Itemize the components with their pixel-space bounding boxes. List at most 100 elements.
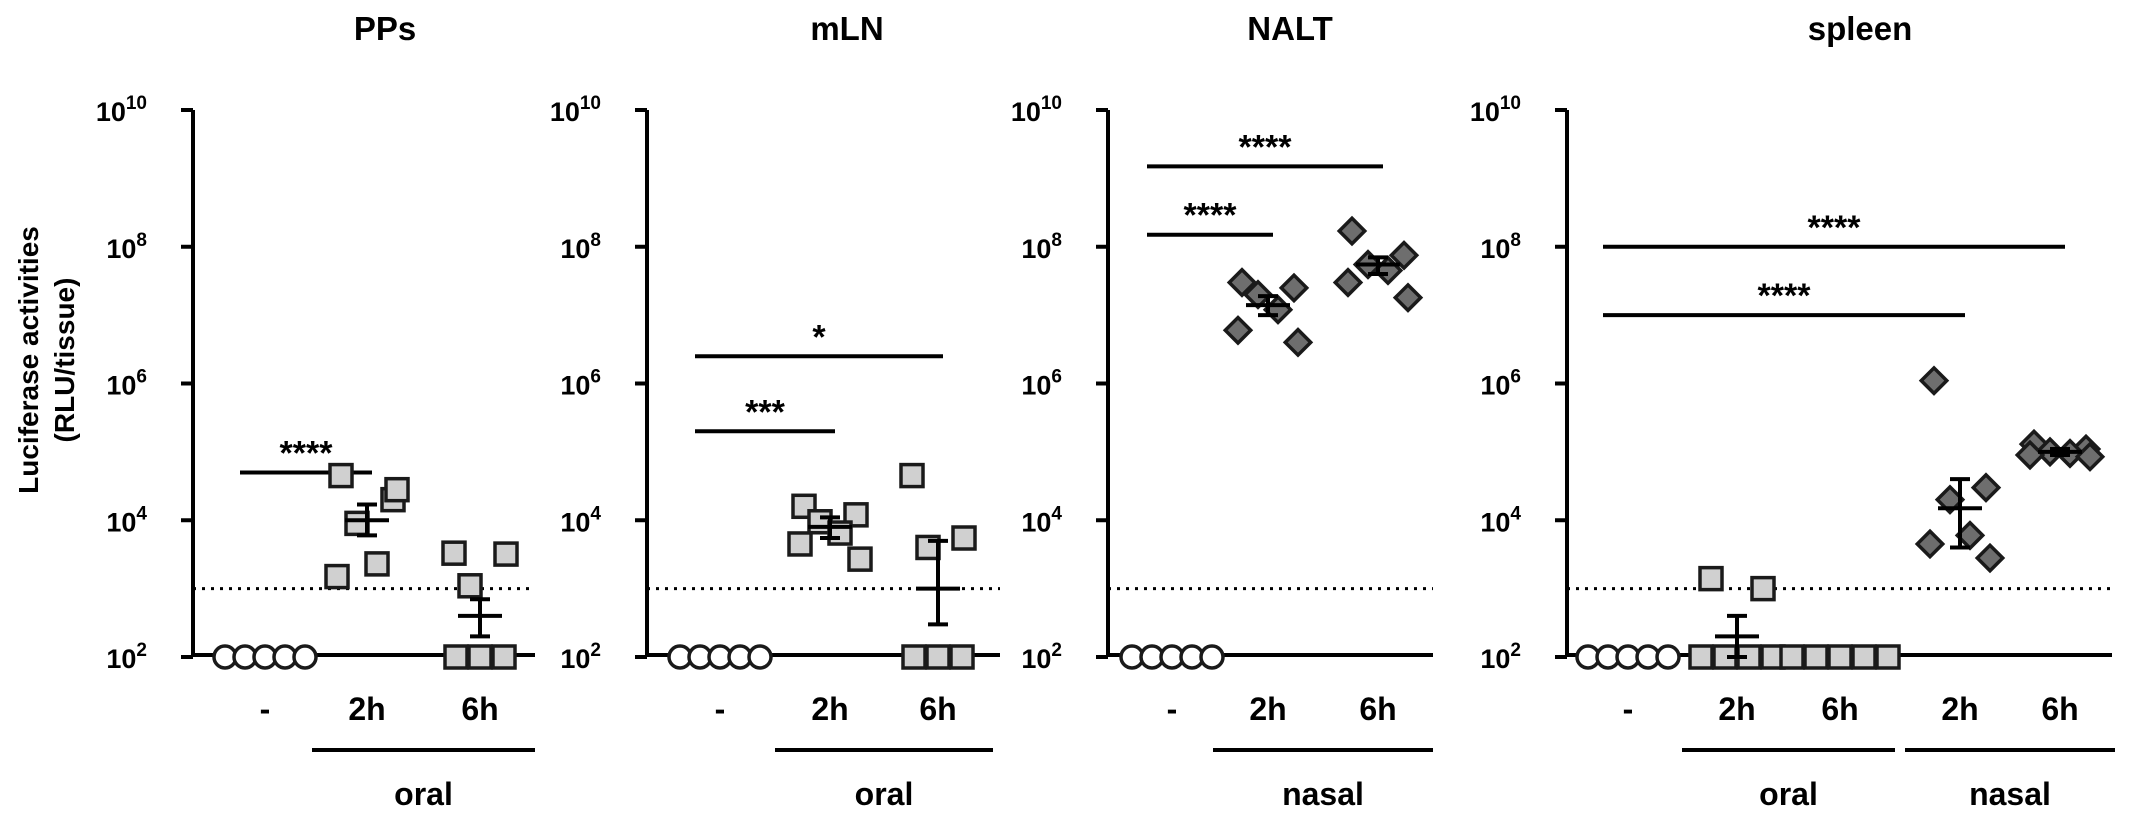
data-point (949, 644, 975, 670)
significance-label: **** (1758, 277, 1812, 315)
y-tick-label: 102 (1021, 640, 1062, 674)
y-tick-exponent: 6 (590, 367, 601, 388)
data-point (1698, 565, 1724, 592)
data-point (1226, 267, 1258, 298)
y-tick-exponent: 10 (1041, 93, 1062, 114)
x-tick-label: 6h (1359, 691, 1396, 727)
data-point (847, 546, 873, 572)
data-point (2074, 441, 2106, 472)
y-tick-label: 106 (106, 367, 147, 401)
y-tick-exponent: 4 (590, 503, 601, 524)
data-point (1199, 644, 1225, 670)
y-axis-label-line1: Luciferase activities (13, 226, 44, 494)
data-point (901, 644, 927, 670)
y-tick-label: 106 (1480, 367, 1521, 401)
x-tick-label: - (260, 691, 271, 727)
x-tick-label: - (1623, 691, 1634, 727)
y-tick-exponent: 10 (126, 93, 147, 114)
y-tick-label: 106 (1021, 367, 1062, 401)
data-point (925, 644, 951, 670)
significance-label: **** (280, 434, 334, 472)
y-tick-label: 1010 (550, 93, 601, 127)
data-point (951, 525, 977, 551)
y-tick-exponent: 8 (1051, 230, 1062, 251)
data-point (899, 462, 925, 489)
data-point (1779, 644, 1805, 670)
data-point (493, 541, 519, 567)
data-point (292, 644, 318, 670)
panel-title: spleen (1808, 10, 1913, 47)
data-point (491, 644, 517, 670)
data-point (467, 644, 493, 670)
x-tick-label: 2h (348, 691, 385, 727)
data-point (364, 551, 390, 577)
y-tick-label: 104 (106, 503, 147, 537)
y-axis-label-line2: (RLU/tissue) (49, 278, 80, 443)
y-tick-label: 1010 (1470, 93, 1521, 127)
y-tick-label: 1010 (1011, 93, 1062, 127)
x-tick-label: 6h (2041, 691, 2078, 727)
y-tick-exponent: 8 (590, 230, 601, 251)
y-tick-exponent: 6 (1051, 367, 1062, 388)
data-point (1282, 327, 1314, 358)
y-tick-label: 108 (106, 230, 147, 264)
data-point (1392, 282, 1424, 313)
data-point (2014, 439, 2046, 471)
y-tick-exponent: 4 (1510, 503, 1521, 524)
y-tick-exponent: 2 (590, 640, 601, 661)
data-point (384, 476, 410, 503)
data-point (1918, 365, 1950, 396)
data-point (1970, 472, 2002, 503)
data-point (1827, 644, 1853, 670)
significance-label: * (812, 318, 826, 356)
x-tick-label: 2h (1941, 691, 1978, 727)
y-tick-exponent: 2 (136, 640, 147, 661)
y-tick-label: 104 (1480, 503, 1521, 537)
x-tick-label: 6h (919, 691, 956, 727)
data-point (441, 540, 467, 566)
x-tick-label: - (1167, 691, 1178, 727)
x-tick-label: - (715, 691, 726, 727)
data-point (457, 573, 483, 599)
x-tick-label: 6h (461, 691, 498, 727)
y-tick-exponent: 6 (1510, 367, 1521, 388)
y-tick-label: 106 (560, 367, 601, 401)
y-tick-exponent: 10 (1500, 93, 1521, 114)
data-point (1336, 215, 1368, 247)
x-tick-label: 6h (1821, 691, 1858, 727)
data-point (443, 644, 469, 670)
y-tick-label: 108 (1480, 230, 1521, 264)
group-label: oral (394, 776, 453, 812)
x-tick-label: 2h (1718, 691, 1755, 727)
data-point (1803, 644, 1829, 670)
significance-label: **** (1808, 209, 1862, 247)
y-tick-exponent: 2 (1051, 640, 1062, 661)
panel-title: PPs (354, 10, 416, 47)
y-tick-exponent: 6 (136, 367, 147, 388)
data-point (1278, 272, 1310, 304)
y-tick-label: 108 (560, 230, 601, 264)
x-tick-label: 2h (1249, 691, 1286, 727)
data-point (1688, 644, 1714, 670)
data-point (1388, 240, 1420, 271)
significance-label: **** (1184, 197, 1238, 235)
data-point (1934, 484, 1966, 515)
data-point (324, 563, 350, 590)
group-label: nasal (1969, 776, 2051, 812)
panel-title: NALT (1247, 10, 1333, 47)
data-point (1974, 542, 2006, 574)
group-label: oral (855, 776, 914, 812)
y-tick-exponent: 2 (1510, 640, 1521, 661)
y-tick-label: 104 (1021, 503, 1062, 537)
y-tick-label: 108 (1021, 230, 1062, 264)
data-point (1851, 644, 1877, 670)
data-point (787, 531, 813, 557)
y-tick-exponent: 8 (136, 230, 147, 251)
y-tick-exponent: 4 (1051, 503, 1062, 524)
significance-label: *** (745, 393, 785, 431)
